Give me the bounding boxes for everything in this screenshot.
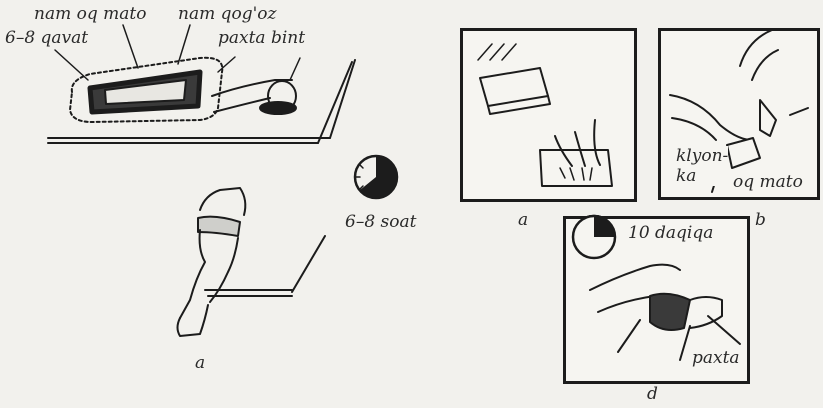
label-wet-paper: nam qog'oz [178, 6, 276, 23]
compress-stack [70, 58, 222, 122]
figure-letter-b-panel: b [755, 212, 766, 229]
figure-letter-d-panel: d [647, 386, 658, 403]
panel-a [460, 28, 637, 202]
label-hours: 6–8 soat [345, 214, 416, 231]
arm-with-compress [178, 188, 326, 336]
label-minutes: 10 daqiqa [628, 225, 713, 242]
figure-letter-a-left: a [195, 355, 205, 372]
bandage-roll [212, 80, 296, 114]
label-cloth-piece: klyon- ka [676, 146, 728, 186]
clock-icon-hours [355, 156, 397, 198]
label-cotton: paxta [692, 350, 740, 367]
label-wet-white-cloth: nam oq mato [34, 6, 146, 23]
figure-letter-a-panel: a [518, 212, 528, 229]
label-white-cloth: oq mato [733, 174, 803, 191]
label-cotton-bandage: paxta bint [218, 30, 305, 47]
label-layers: 6–8 qavat [5, 30, 88, 47]
